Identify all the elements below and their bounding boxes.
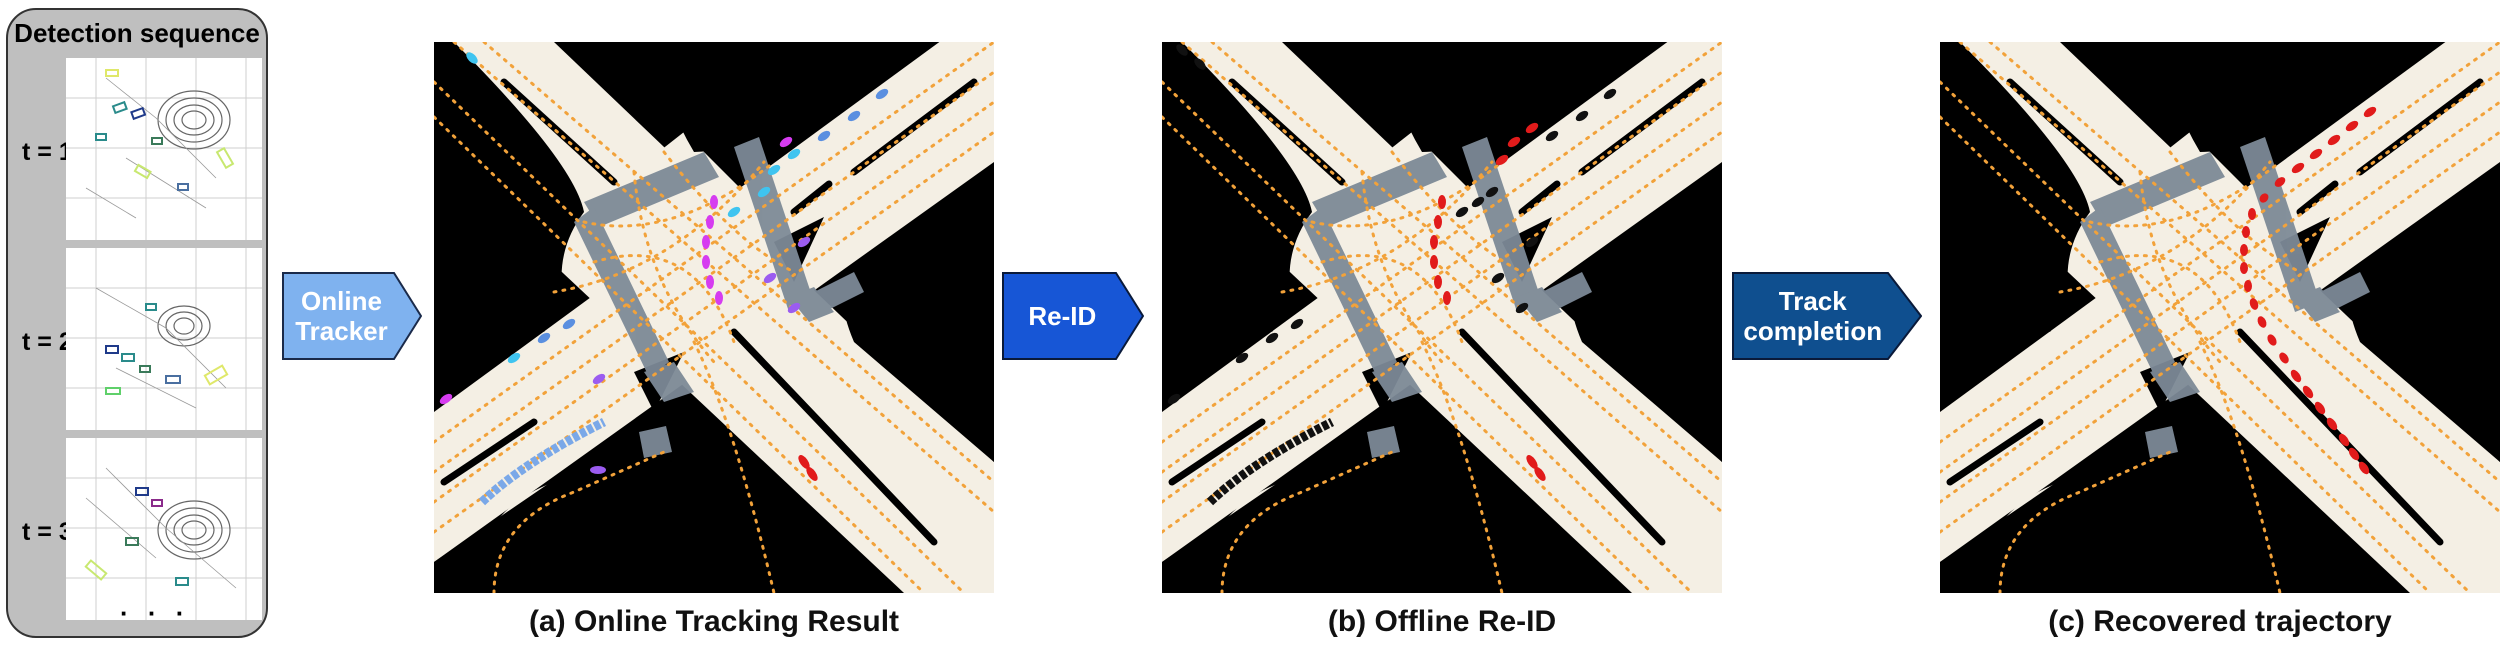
arrow-label-online-tracker: Online Tracker (295, 286, 388, 346)
detection-sequence-title: Detection sequence (14, 18, 260, 48)
caption-recovered-trajectory: (c) Recovered trajectory (2048, 605, 2392, 638)
arrow-re-id: Re-ID (1002, 272, 1144, 360)
map-svg-c (1940, 42, 2500, 593)
tracks-reid (1167, 44, 1617, 506)
frame-label-t3: t = 3 (22, 518, 73, 546)
map-online-tracking (434, 42, 994, 593)
map-recovered-trajectory (1940, 42, 2500, 593)
map-svg-a (434, 42, 994, 593)
frame-label-t2: t = 2 (22, 328, 73, 356)
frame-label-t1: t = 1 (22, 138, 73, 166)
tracks-recovered (2240, 106, 2377, 475)
more-frames-ellipsis: · · · (120, 598, 191, 628)
lidar-frame-t1 (66, 58, 262, 240)
arrow-label-track-completion: Track completion (1743, 286, 1883, 346)
caption-offline-reid: (b) Offline Re-ID (1327, 605, 1557, 638)
arrow-online-tracker: Online Tracker (282, 272, 422, 360)
lidar-frame-t3 (66, 438, 262, 620)
arrow-track-completion: Track completion (1732, 272, 1922, 360)
detection-sequence-panel: Detection sequence t = 1 (6, 8, 268, 638)
arrow-label-re-id: Re-ID (1028, 301, 1097, 331)
map-svg-b (1162, 42, 1722, 593)
tracks-online (439, 52, 889, 506)
caption-online-tracking: (a) Online Tracking Result (528, 605, 900, 638)
map-offline-reid (1162, 42, 1722, 593)
lidar-frame-t2 (66, 248, 262, 430)
